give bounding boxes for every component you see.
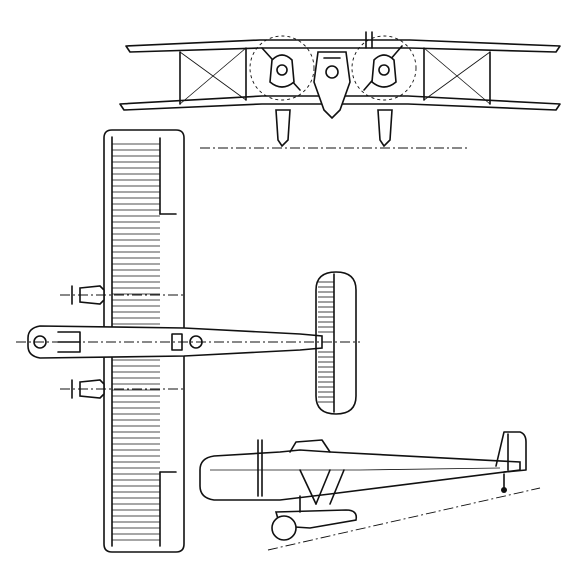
side-ground-line (267, 487, 541, 551)
side-float (271, 495, 358, 541)
front-view (119, 31, 561, 149)
front-upper-wing (125, 39, 561, 53)
front-floats (275, 109, 393, 148)
plan-view (16, 129, 360, 553)
side-view (199, 431, 541, 551)
wing-ribs (112, 143, 160, 541)
front-lower-wing (119, 95, 561, 111)
plan-wing (103, 129, 185, 553)
side-propeller (257, 439, 263, 497)
side-wing-struts (299, 469, 345, 505)
plan-tailplane (315, 271, 357, 415)
side-fuselage (199, 439, 521, 501)
front-struts (179, 47, 491, 105)
plan-fuselage (16, 325, 360, 359)
tail-ribs (318, 281, 334, 403)
side-tail-skid (501, 473, 507, 493)
front-fuselage (313, 51, 351, 120)
front-engine-nacelles (269, 31, 397, 88)
side-fin-rudder (495, 431, 527, 473)
plan-engine-nacelles (60, 285, 184, 399)
